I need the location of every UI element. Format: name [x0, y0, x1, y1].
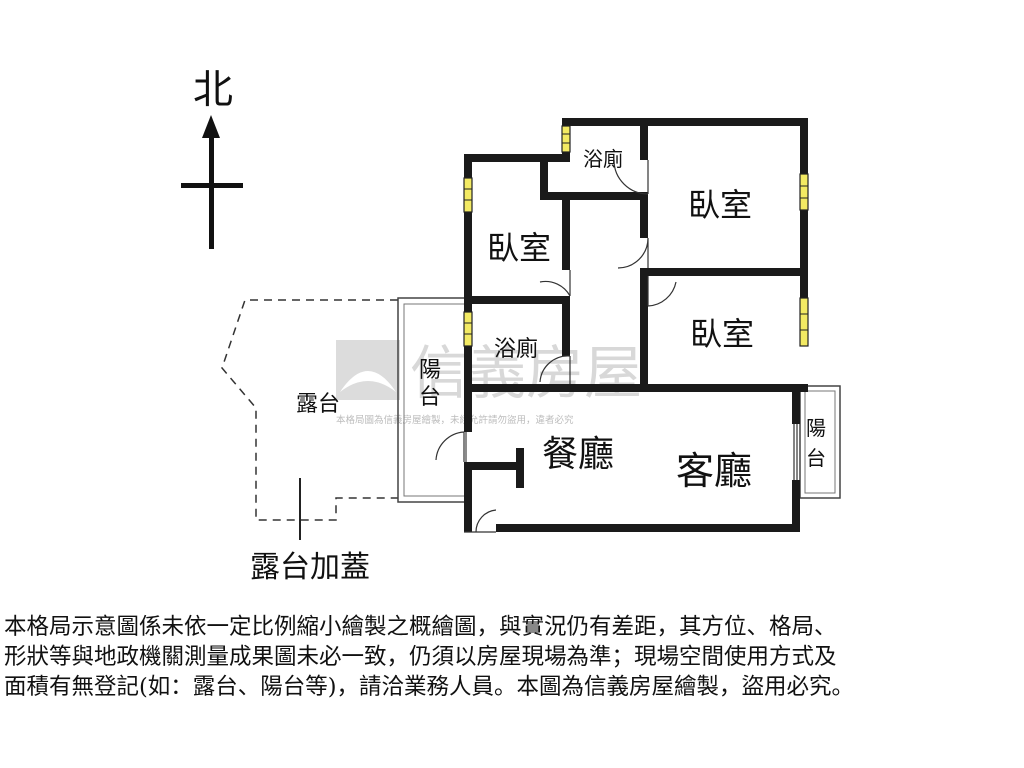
door-bath-left [539, 355, 571, 384]
wall-right-lower [792, 480, 800, 532]
wall-dining-partition [464, 462, 522, 470]
wall-stub [540, 154, 548, 200]
door-bedroom-top-right [617, 237, 649, 269]
wall-bottom [496, 524, 800, 532]
wall-spine [640, 268, 648, 392]
walls [464, 118, 808, 532]
label-bedroom-right: 臥室 [690, 315, 754, 353]
watermark-notice: 本格局圖為信義房屋繪製，未經允許請勿盜用，違者必究 [336, 414, 574, 426]
wall-left [464, 154, 472, 432]
label-living: 客廳 [676, 449, 752, 493]
door-balcony-right [793, 424, 798, 480]
right-balcony-inner-frame [804, 390, 836, 494]
compass-vertical-line [209, 136, 214, 249]
compass-horizontal-line [181, 183, 243, 188]
wall-bath-left-top [464, 296, 570, 304]
label-dining: 餐廳 [542, 434, 614, 475]
disclaimer-line-2: 形狀等與地政機關測量成果圖未必一致，仍須以房屋現場為準；現場空間使用方式及 [4, 644, 837, 670]
label-bath-top: 浴廁 [583, 147, 623, 171]
wall-bedroom-left-right [562, 196, 570, 270]
right-balcony-frame [799, 385, 841, 499]
disclaimer-line-3: 面積有無登記(如：露台、陽台等)，請洽業務人員。本圖為信義房屋繪製，盜用必究。 [4, 674, 855, 700]
label-terrace: 露台 [296, 392, 340, 417]
north-arrow-icon [202, 115, 220, 138]
wall-bath-right-top [640, 118, 648, 160]
door-entrance [464, 509, 497, 533]
door-balcony-left [435, 431, 465, 462]
door-bedroom-left [539, 270, 571, 297]
wall-top-left [464, 154, 570, 162]
label-balcony-right-2: 台 [806, 446, 826, 470]
wall-living-top [640, 384, 808, 392]
window-bath-top [561, 125, 571, 153]
wall-top [562, 118, 808, 126]
wall-mid-a [640, 194, 648, 238]
wall-left-lower [464, 462, 472, 532]
label-balcony-right-1: 陽 [806, 416, 826, 440]
wall-right-mid [792, 384, 800, 424]
label-balcony-left-2: 台 [419, 385, 441, 410]
wall-dining-partition-cap [516, 448, 524, 488]
watermark-brand: 信義房屋 [410, 339, 642, 407]
door-bedroom-right [647, 276, 677, 307]
watermark: 信義房屋 本格局圖為信義房屋繪製，未經允許請勿盜用，違者必究 [336, 339, 642, 426]
wall-right-upper [800, 118, 808, 340]
window-bedroom-top-right [799, 173, 809, 211]
wall-living-top-left [570, 384, 648, 392]
north-compass: 北 [181, 67, 243, 249]
window-bath-left [463, 311, 473, 347]
wall-bath-left-bottom [464, 384, 570, 392]
label-bedroom-top-right: 臥室 [688, 186, 752, 224]
label-bath-left: 浴廁 [494, 337, 538, 362]
wall-bath-left-right [562, 296, 570, 356]
floor-plan: 北 信義房屋 本格局圖為信義房屋繪製，未經允許請勿盜用，違者必究 [181, 67, 841, 585]
watermark-logo-icon [336, 340, 400, 400]
north-label: 北 [193, 67, 233, 113]
label-bedroom-left: 臥室 [487, 229, 551, 267]
doors [435, 159, 798, 533]
disclaimer: 本格局示意圖係未依一定比例縮小繪製之概繪圖，與實況仍有差距，其方位、格局、 形狀… [4, 612, 1020, 702]
windows [463, 125, 809, 347]
door-bath-top [613, 159, 649, 195]
window-bedroom-left [463, 177, 473, 213]
wall-bedroom-divider [640, 268, 808, 276]
watermark-logo-mark [340, 371, 396, 392]
window-bedroom-right [799, 297, 809, 347]
label-terrace-enclosed: 露台加蓋 [250, 550, 370, 585]
wall-bath-bottom [540, 192, 648, 200]
disclaimer-line-1: 本格局示意圖係未依一定比例縮小繪製之概繪圖，與實況仍有差距，其方位、格局、 [4, 614, 837, 640]
label-balcony-left-1: 陽 [419, 358, 441, 383]
